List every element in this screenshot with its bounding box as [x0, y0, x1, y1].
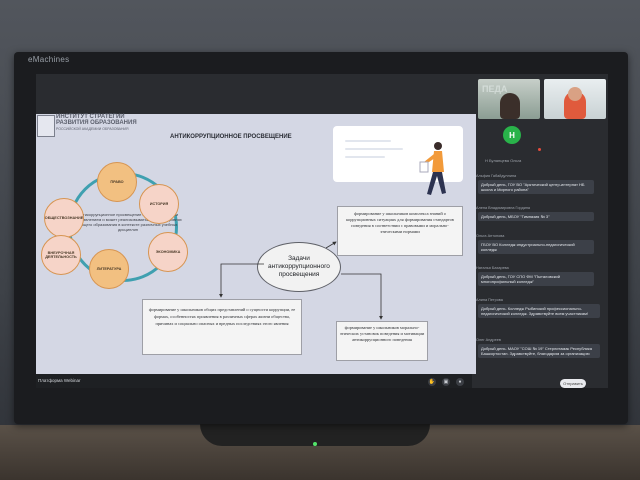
task-box-understanding: формирование у школьников общих представ… — [142, 299, 302, 355]
tasks-center-node: Задачи антикоррупционного просвещения — [257, 242, 341, 292]
chat-message: Добрый день, ГОУ СПО ФМ "Пыталовский мно… — [478, 272, 594, 286]
chat-message: Добрый день, ГОУ ВО "Арктический центр-и… — [478, 180, 594, 194]
chat-sender: Наталья Бахарева — [476, 266, 509, 270]
logo-line-2: РАЗВИТИЯ ОБРАЗОВАНИЯ — [56, 120, 137, 126]
raise-hand-icon[interactable]: ✋ — [428, 378, 436, 386]
institute-logo: ИНСТИТУТ СТРАТЕГИИ РАЗВИТИЯ ОБРАЗОВАНИЯ … — [36, 114, 146, 144]
monitor-brand: eMachines — [28, 55, 70, 64]
connector-arrows — [219, 241, 383, 320]
participant-1-video — [500, 93, 520, 119]
task-box-values: формирование у школьников морально-этиче… — [336, 321, 428, 361]
petal-economics: ЭКОНОМИКА — [148, 232, 188, 272]
video-tile-2[interactable] — [544, 79, 606, 119]
petal-extracurricular: ВНЕУРОЧНАЯ ДЕЯТЕЛЬНОСТЬ — [41, 235, 81, 275]
slide-title: АНТИКОРРУПЦИОННОЕ ПРОСВЕЩЕНИЕ — [170, 134, 292, 140]
chat-message: Добрый день, МБОУ "Гимназия № 3" — [478, 212, 594, 221]
chat-message: Добрый день. МАОУ "СОШ № 19" Стерлитамак… — [478, 344, 600, 358]
person-illustration-icon — [419, 142, 446, 195]
petal-history: ИСТОРИЯ — [139, 184, 179, 224]
send-button[interactable]: Отправить — [560, 379, 586, 388]
cycle-center-text: Антикоррупционное просвещение является с… — [74, 212, 182, 232]
bottom-control-bar: Платформа Webinar ✋ ▣ ● — [36, 374, 472, 388]
chat-message: ГБОУ ВО Колледж индустриально-педагогиче… — [478, 240, 594, 254]
chat-sender: Альфия Габайдуллина — [476, 174, 517, 178]
task-box-knowledge: формирование у школьников комплекса знан… — [337, 206, 463, 256]
chat-sender: Олег Андреев — [476, 338, 501, 342]
chat-sender: Алина Петрова — [476, 298, 503, 302]
speaker-name: Платформа Webinar — [38, 378, 81, 383]
screen: ИНСТИТУТ СТРАТЕГИИ РАЗВИТИЯ ОБРАЗОВАНИЯ … — [36, 74, 608, 388]
power-led-icon — [313, 442, 317, 446]
presentation-slide: ИНСТИТУТ СТРАТЕГИИ РАЗВИТИЯ ОБРАЗОВАНИЯ … — [36, 114, 476, 374]
logo-subtitle: РОССИЙСКОЙ АКАДЕМИИ ОБРАЗОВАНИЯ — [56, 127, 129, 131]
chat-panel: Альфия Габайдуллина Добрый день, ГОУ ВО … — [472, 166, 608, 372]
petal-law: ПРАВО — [97, 162, 137, 202]
mic-muted-icon — [538, 148, 541, 151]
chat-sender: Алена Владимировна Гордина — [476, 206, 531, 210]
camera-icon[interactable]: ▣ — [442, 378, 450, 386]
chat-sender: Ольга Антонова — [476, 234, 505, 238]
avatar[interactable]: Н — [503, 126, 521, 144]
video-tile-1[interactable]: ПЕДА — [478, 79, 540, 119]
avatar-name: Н Буланцева Ольга — [485, 158, 522, 163]
petal-literature: ЛИТЕРАТУРА — [89, 249, 129, 289]
video-tile-1-text: ПЕДА — [482, 84, 508, 94]
logo-emblem-icon — [37, 115, 55, 137]
logo-line-1: ИНСТИТУТ СТРАТЕГИИ — [56, 114, 125, 120]
monitor-stand — [200, 424, 430, 446]
mic-icon[interactable]: ● — [456, 378, 464, 386]
chat-message: Добрый день. Колледж Рыбинский профессио… — [478, 304, 600, 318]
video-tiles: ПЕДА — [478, 79, 606, 119]
